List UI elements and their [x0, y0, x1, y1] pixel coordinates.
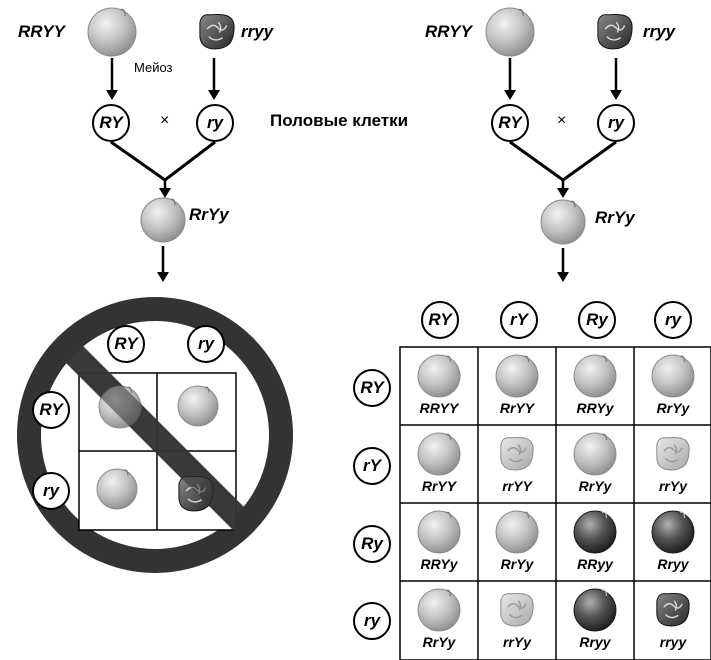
- punnett-seed-r1-c1: [417, 354, 461, 398]
- right-col-gamete-2: rY: [500, 301, 538, 339]
- left-parent1-seed: [87, 7, 137, 57]
- right-row-gamete-1: RY: [353, 369, 391, 407]
- right-arrow-1-head: [504, 90, 516, 100]
- punnett-cell-genotype: RRYy: [420, 556, 458, 572]
- left-arrow-1-head: [106, 90, 118, 100]
- punnett-cell-genotype: RRyy: [577, 556, 613, 572]
- punnett-seed-r1-c3: [573, 354, 617, 398]
- right-merge-lines: [509, 140, 617, 182]
- right-f1-genotype: RrYy: [595, 208, 635, 227]
- prohibition-ring: [17, 297, 293, 573]
- punnett-cell-genotype: rryy: [659, 634, 687, 650]
- left-arrow-2-head: [208, 90, 220, 100]
- punnett-seed-r4-c2: [500, 593, 534, 627]
- punnett-cell-genotype: RrYy: [422, 634, 456, 650]
- left-grid-seed-3: [96, 468, 138, 510]
- right-parent2-genotype: rryy: [643, 22, 676, 41]
- punnett-seed-r1-c4: [651, 354, 695, 398]
- punnett-cell-genotype: rrYY: [502, 478, 532, 494]
- left-gamete-1: RY: [92, 104, 130, 142]
- punnett-cell-genotype: RrYY: [421, 478, 457, 494]
- right-gamete-2: ry: [597, 104, 635, 142]
- punnett-cell-genotype: RrYy: [500, 556, 534, 572]
- punnett-seed-r4-c4: [656, 593, 690, 627]
- left-gamete-2: ry: [196, 104, 234, 142]
- right-parent2-seed: [597, 14, 633, 50]
- left-grid-row-gamete-1: RY: [32, 391, 70, 429]
- right-row-gamete-3: Ry: [353, 525, 391, 563]
- punnett-cell-genotype: RrYy: [656, 400, 690, 416]
- left-parent2-genotype: rryy: [241, 22, 274, 41]
- right-parent1-seed: [485, 7, 535, 57]
- punnett-cell-genotype: RrYy: [578, 478, 612, 494]
- left-parent2-seed: [199, 14, 235, 50]
- left-merge-lines: [110, 140, 216, 182]
- right-col-gamete-4: ry: [654, 301, 692, 339]
- punnett-seed-r3-c4: [651, 510, 695, 554]
- right-parent1-genotype: RRYY: [425, 22, 472, 41]
- right-row-gamete-2: rY: [353, 447, 391, 485]
- punnett-cell-genotype: RRYY: [419, 400, 459, 416]
- punnett-cell-genotype: RRYy: [576, 400, 614, 416]
- left-cross-symbol: ×: [160, 112, 170, 129]
- left-grid-col-gamete-2: ry: [187, 325, 225, 363]
- right-gamete-1: RY: [491, 104, 529, 142]
- right-row-gamete-4: ry: [353, 602, 391, 640]
- punnett-seed-r3-c2: [495, 510, 539, 554]
- gametes-label: Половые клетки: [270, 111, 409, 130]
- punnett-seed-r4-c1: [417, 588, 461, 632]
- punnett-seed-r4-c3: [573, 588, 617, 632]
- meiosis-label: Мейоз: [134, 60, 173, 75]
- left-f1-genotype: RrYy: [189, 205, 229, 224]
- punnett-cell-genotype: rrYy: [658, 478, 688, 494]
- left-cross-graphics: [17, 7, 293, 573]
- left-arrow-3-head: [159, 188, 171, 198]
- prohibition-slash-overlay: [57, 337, 253, 533]
- left-grid-col-gamete-1: RY: [107, 325, 145, 363]
- left-grid-seed-2: [177, 385, 219, 427]
- punnett-seed-r1-c2: [495, 354, 539, 398]
- punnett-seed-r3-c3: [573, 510, 617, 554]
- right-cross-graphics: [399, 7, 711, 660]
- punnett-seed-r2-c3: [573, 432, 617, 476]
- punnett-seed-r2-c4: [656, 437, 690, 471]
- right-col-gamete-3: Ry: [578, 301, 616, 339]
- right-arrow-3-head: [557, 188, 569, 198]
- right-cross-symbol: ×: [557, 112, 567, 129]
- left-arrow-4-head: [157, 272, 169, 282]
- punnett-seed-r2-c2: [500, 437, 534, 471]
- left-f1-seed: [140, 197, 186, 243]
- right-arrow-4-head: [557, 272, 569, 282]
- punnett-cell-genotype: RrYY: [499, 400, 535, 416]
- punnett-cell-genotype: rrYy: [502, 634, 532, 650]
- right-arrow-2-head: [610, 90, 622, 100]
- left-grid-row-gamete-2: ry: [32, 472, 70, 510]
- punnett-cell-genotype: Rryy: [657, 556, 689, 572]
- punnett-cell-genotype: Rryy: [579, 634, 611, 650]
- punnett-seed-r2-c1: [417, 432, 461, 476]
- right-col-gamete-1: RY: [421, 301, 459, 339]
- left-parent1-genotype: RRYY: [18, 22, 65, 41]
- right-f1-seed: [540, 199, 586, 245]
- punnett-seed-r3-c1: [417, 510, 461, 554]
